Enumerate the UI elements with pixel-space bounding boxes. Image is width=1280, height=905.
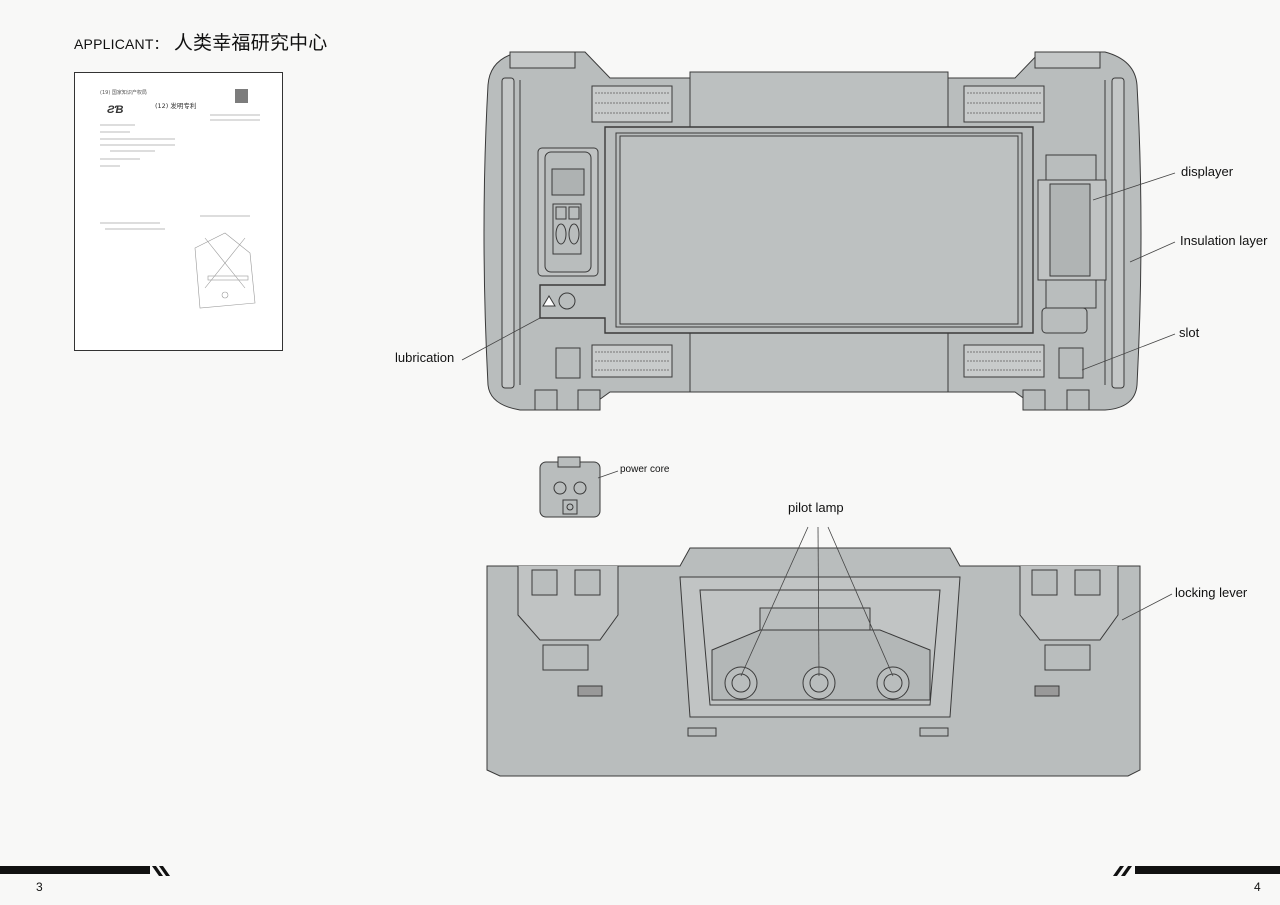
patent-figure: ƧƁ xyxy=(100,89,260,309)
page-footer-bars xyxy=(0,866,1280,876)
leader-lines xyxy=(461,172,1176,677)
front-view xyxy=(486,547,1141,777)
power-core-drawing xyxy=(539,456,601,518)
patent-office: (19) 国家知识产权局 xyxy=(100,90,147,96)
page-number-right: 4 xyxy=(1254,880,1261,894)
label-locking-lever: locking lever xyxy=(1175,585,1248,600)
top-view xyxy=(483,51,1142,411)
patent-kind: (12) 发明专利 xyxy=(155,102,197,110)
label-pilot-lamp: pilot lamp xyxy=(788,500,844,515)
label-displayer: displayer xyxy=(1181,164,1234,179)
svg-text:ƧƁ: ƧƁ xyxy=(107,104,123,116)
page-number-left: 3 xyxy=(36,880,43,894)
label-slot: slot xyxy=(1179,325,1200,340)
label-power-core: power core xyxy=(620,464,670,475)
label-lubrication: lubrication xyxy=(395,350,455,365)
patent-document-thumbnail: (19) 国家知识产权局 (12) 发明专利 ƧƁ xyxy=(74,72,283,351)
label-insulation-layer: Insulation layer xyxy=(1180,233,1268,248)
applicant-heading: APPLICANT： 人类幸福研究中心 xyxy=(74,28,327,55)
applicant-label: APPLICANT： xyxy=(74,36,168,52)
applicant-name: 人类幸福研究中心 xyxy=(173,32,328,54)
